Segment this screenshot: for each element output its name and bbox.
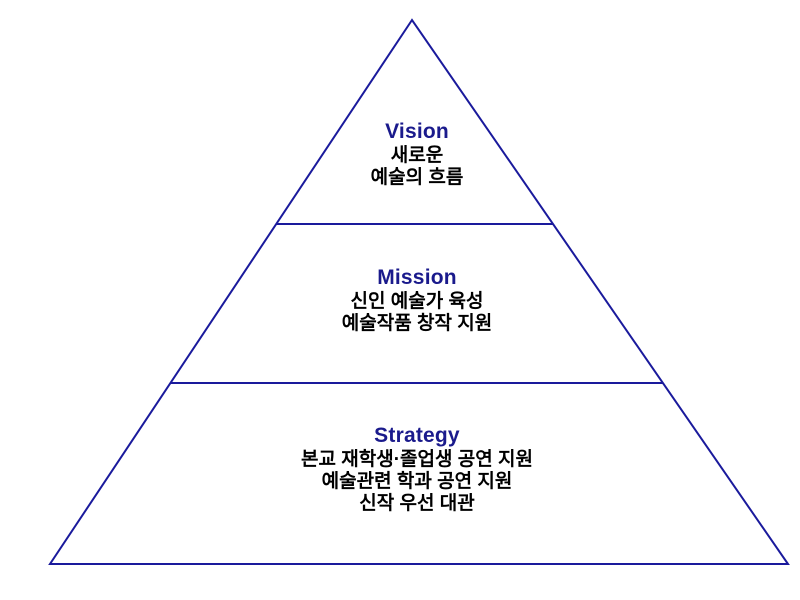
pyramid-outline-triangle <box>48 18 790 565</box>
